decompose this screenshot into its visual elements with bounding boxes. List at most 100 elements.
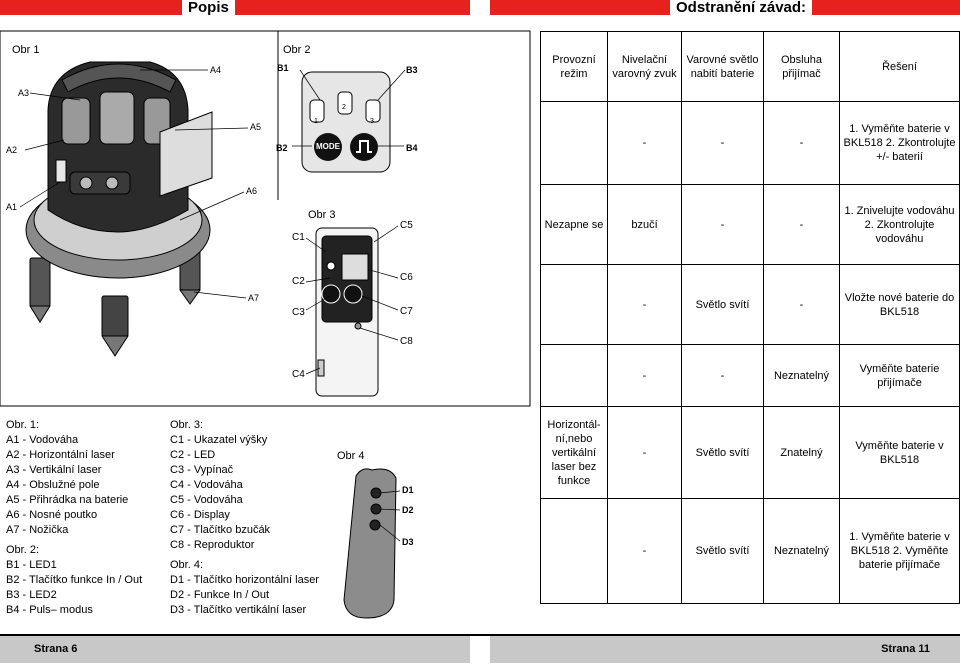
legend-item: B3 - LED2 (6, 589, 57, 601)
page-number-left: Strana 6 (34, 643, 78, 655)
table-cell: bzučí (607, 184, 682, 265)
table-cell: - (607, 406, 682, 499)
mode-key-label: MODE (316, 142, 340, 151)
label-b3: B3 (406, 65, 418, 75)
table-header-cell: Řešení (839, 31, 960, 102)
table-row: - Světlo svítí Neznatelný 1. Vyměňte bat… (540, 498, 960, 604)
label-a1: A1 (6, 202, 18, 212)
troubleshooting-table: Provozní režim Nivelační varovný zvuk Va… (540, 31, 960, 604)
table-cell: - (763, 101, 840, 185)
table-row: Horizontál-ní,nebo vertikální laser bez … (540, 406, 960, 499)
label-d2: D2 (402, 505, 414, 515)
table-cell: Znatelný (763, 406, 840, 499)
table-row: Nezapne se bzučí - - 1. Znivelujte vodov… (540, 184, 960, 265)
table-cell: Vložte nové baterie do BKL518 (839, 264, 960, 345)
legend-heading: Obr. 1: (6, 419, 40, 431)
legend-item: B4 - Puls– modus (6, 604, 93, 616)
legend-obr4: Obr. 4: D1 - Tlačítko horizontální laser… (170, 558, 319, 618)
legend-item: C2 - LED (170, 449, 216, 461)
legend-obr2: Obr. 2: B1 - LED1 B2 - Tlačítko funkce I… (6, 543, 142, 618)
label-a5: A5 (250, 122, 262, 132)
legend-item: A3 - Vertikální laser (6, 464, 102, 476)
label-a6: A6 (246, 186, 258, 196)
table-cell: Světlo svítí (681, 264, 764, 345)
legend-item: A4 - Obslužné pole (6, 479, 100, 491)
legend-heading: Obr. 2: (6, 544, 40, 556)
keypad-drawing (301, 71, 391, 173)
label-d3: D3 (402, 537, 414, 547)
label-c2: C2 (292, 276, 305, 287)
table-cell: - (681, 184, 764, 265)
table-cell: 1. Vyměňte baterie v BKL518 2. Zkontrolu… (839, 101, 960, 185)
obr2-title: Obr 2 (283, 44, 311, 56)
table-header-row: Provozní režim Nivelační varovný zvuk Va… (540, 31, 960, 102)
table-cell (540, 264, 608, 345)
table-cell: 1. Vyměňte baterie v BKL518 2. Vyměňte b… (839, 498, 960, 604)
key-3-label: 3 (370, 118, 374, 125)
legend-item: D2 - Funkce In / Out (170, 589, 270, 601)
label-b2: B2 (276, 143, 288, 153)
label-c3: C3 (292, 307, 305, 318)
legend-heading: Obr. 4: (170, 559, 204, 571)
table-cell: - (681, 101, 764, 185)
label-c6: C6 (400, 272, 413, 283)
legend-obr1: Obr. 1: A1 - Vodováha A2 - Horizontální … (6, 418, 128, 538)
table-cell: 1. Znivelujte vodováhu 2. Zkontrolujte v… (839, 184, 960, 265)
table-row: - Světlo svítí - Vložte nové baterie do … (540, 264, 960, 345)
laser-device-drawing (25, 61, 213, 357)
table-cell: Neznatelný (763, 498, 840, 604)
receiver-drawing (315, 227, 379, 397)
label-a4: A4 (210, 65, 222, 75)
table-cell: - (607, 264, 682, 345)
legend-item: C3 - Vypínač (170, 464, 234, 476)
table-cell: Světlo svítí (681, 406, 764, 499)
legend-item: A1 - Vodováha (6, 434, 79, 446)
table-cell: - (607, 101, 682, 185)
label-a7: A7 (248, 293, 260, 303)
key-1-label: 1 (314, 118, 318, 125)
label-c7: C7 (400, 306, 413, 317)
legend-item: C8 - Reproduktor (170, 539, 255, 551)
footer-left: Strana 6 (0, 636, 470, 663)
legend-item: B2 - Tlačítko funkce In / Out (6, 574, 143, 586)
header-title-left: Popis (182, 0, 235, 16)
table-cell: Vyměňte baterie přijímače (839, 344, 960, 407)
obr1-title: Obr 1 (12, 44, 40, 56)
legend-item: C4 - Vodováha (170, 479, 243, 491)
label-a2: A2 (6, 145, 18, 155)
legend-item: D1 - Tlačítko horizontální laser (170, 574, 319, 586)
table-header-cell: Nivelační varovný zvuk (607, 31, 682, 102)
label-d1: D1 (402, 485, 414, 495)
table-cell: Neznatelný (763, 344, 840, 407)
obr4-title: Obr 4 (337, 450, 365, 462)
label-b4: B4 (406, 143, 418, 153)
legend-obr3: Obr. 3: C1 - Ukazatel výšky C2 - LED C3 … (170, 418, 270, 553)
table-header-cell: Provozní režim (540, 31, 608, 102)
label-c8: C8 (400, 336, 413, 347)
legend-item: C1 - Ukazatel výšky (170, 434, 268, 446)
table-row: - - - 1. Vyměňte baterie v BKL518 2. Zko… (540, 101, 960, 185)
label-a3: A3 (18, 88, 30, 98)
table-row: - - Neznatelný Vyměňte baterie přijímače (540, 344, 960, 407)
legend-item: C6 - Display (170, 509, 230, 521)
legend-item: B1 - LED1 (6, 559, 57, 571)
obr3-title: Obr 3 (308, 209, 336, 221)
table-cell (540, 101, 608, 185)
table-cell: - (763, 264, 840, 345)
remote-drawing (343, 468, 397, 619)
header-title-right: Odstranění závad: (670, 0, 813, 16)
legend-item: A6 - Nosné poutko (6, 509, 98, 521)
footer-divider (0, 634, 960, 636)
page-number-right: Strana 11 (881, 643, 930, 655)
footer-right: Strana 11 (490, 636, 960, 663)
table-cell: - (607, 498, 682, 604)
legend-item: A7 - Nožička (6, 524, 69, 536)
label-c5: C5 (400, 220, 413, 231)
table-cell (540, 498, 608, 604)
table-cell: - (763, 184, 840, 265)
label-b1: B1 (277, 63, 289, 73)
table-cell: Vyměňte baterie v BKL518 (839, 406, 960, 499)
header-bar-left (0, 0, 470, 15)
legend-item: A2 - Horizontální laser (6, 449, 115, 461)
table-header-cell: Obsluha přijímač (763, 31, 840, 102)
